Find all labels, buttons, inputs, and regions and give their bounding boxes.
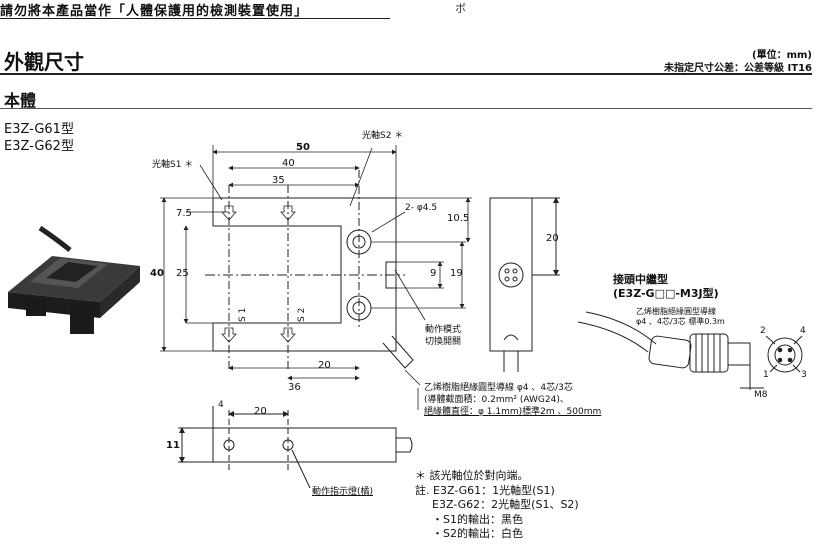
pin-1-label: 1 bbox=[763, 370, 769, 380]
dim-7-5: 7.5 bbox=[176, 208, 192, 219]
cable-note-line1: 乙烯樹脂絕緣圓型導線 φ4 、4芯/3芯 bbox=[424, 383, 573, 393]
body-title: 本體 bbox=[4, 91, 37, 110]
connector-title: 接頭中繼型 bbox=[613, 273, 668, 286]
sensor-photo bbox=[8, 225, 140, 334]
connector-drawing bbox=[577, 311, 803, 390]
hole-label: 2- φ4.5 bbox=[405, 203, 438, 213]
side-view bbox=[489, 197, 560, 372]
s1-label: S 1 bbox=[238, 307, 248, 322]
dim-50: 50 bbox=[296, 142, 310, 153]
model-label-g61: E3Z-G61型 bbox=[4, 122, 74, 137]
note-3: ・S1的輸出：黑色 bbox=[432, 513, 523, 526]
mode-switch-label-2: 切換開關 bbox=[425, 337, 462, 347]
dim-25: 25 bbox=[176, 268, 189, 279]
tolerance-label: 未指定尺寸公差：公差等級 IT16 bbox=[664, 63, 812, 74]
body-divider bbox=[0, 108, 812, 109]
dim-10-5: 10.5 bbox=[447, 213, 470, 224]
unit-label: (單位：mm) bbox=[752, 50, 812, 61]
pin-2-label: 2 bbox=[760, 326, 766, 336]
dim-36: 36 bbox=[288, 382, 301, 393]
axis-s2-label: 光軸S2 ＊ bbox=[362, 131, 404, 141]
side-dim-20: 20 bbox=[546, 233, 559, 244]
note-star: ＊ 該光軸位於對向端。 bbox=[415, 469, 529, 482]
pin-4-label: 4 bbox=[800, 326, 806, 336]
cable-note-line2: (導體截面積：0.2mm² (AWG24)、 bbox=[424, 395, 569, 405]
note-2: E3Z-G62：2光軸型(S1、S2) bbox=[432, 498, 579, 511]
bottom-dim-20: 20 bbox=[254, 406, 267, 417]
dim-19: 19 bbox=[450, 268, 463, 279]
dim-20: 20 bbox=[318, 360, 331, 371]
dim-9: 9 bbox=[430, 268, 437, 279]
section-title: 外觀尺寸 bbox=[4, 50, 84, 74]
indicator-label: 動作指示燈(橘) bbox=[312, 487, 374, 497]
bottom-dim-4: 4 bbox=[218, 400, 224, 410]
connector-model: (E3Z-G□□-M3J型) bbox=[613, 287, 719, 300]
top-header-bar: 請勿將本產品當作「人體保護用的檢測裝置使用」 bbox=[0, 0, 390, 19]
s2-label: S 2 bbox=[297, 307, 307, 322]
dim-35: 35 bbox=[272, 175, 285, 186]
bottom-view bbox=[178, 406, 413, 489]
mode-switch-label-1: 動作模式 bbox=[425, 325, 462, 335]
pin-3-label: 3 bbox=[801, 370, 807, 380]
bottom-dim-11: 11 bbox=[166, 440, 180, 451]
connector-cable-2: φ4 、4芯/3芯 標準0.3m bbox=[636, 317, 725, 326]
cable-note-line3: 絕緣體直徑：φ 1.1mm)標準2m 、500mm bbox=[424, 407, 602, 417]
note-1: 註. E3Z-G61：1光軸型(S1) bbox=[415, 484, 555, 497]
dim-40: 40 bbox=[282, 158, 295, 169]
note-4: ・S2的輸出：白色 bbox=[432, 527, 523, 540]
axis-s1-label: 光軸S1 ＊ bbox=[152, 160, 194, 170]
connector-cable-1: 乙烯樹脂絕緣圓型導線 bbox=[636, 307, 716, 316]
header-warning-text: 請勿將本產品當作「人體保護用的檢測裝置使用」 bbox=[0, 4, 309, 19]
front-view bbox=[205, 170, 414, 370]
section-divider bbox=[0, 73, 812, 75]
dim-40-vertical: 40 bbox=[150, 268, 164, 279]
header-right-text: ボ bbox=[455, 2, 466, 15]
model-label-g62: E3Z-G62型 bbox=[4, 139, 74, 154]
m8-label: M8 bbox=[754, 390, 768, 400]
